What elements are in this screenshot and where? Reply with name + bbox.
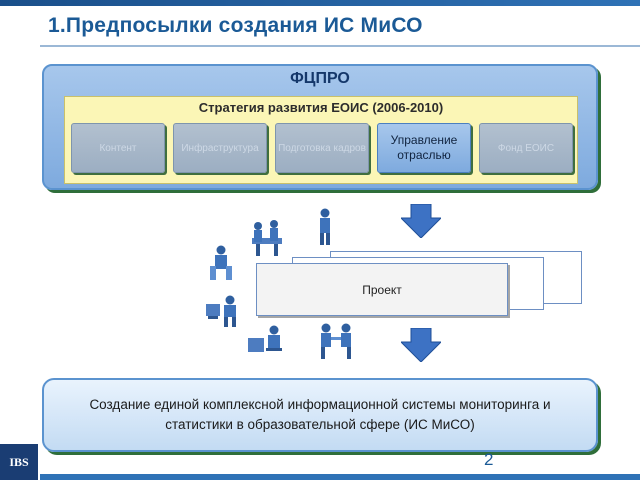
page-number: 2 [484, 450, 494, 469]
strategy-box-content: Контент [71, 123, 165, 173]
footer-bar [40, 474, 640, 480]
strategy-box-fund: Фонд ЕОИС [479, 123, 573, 173]
desk-worker-icon [248, 325, 282, 352]
strategy-box-training: Подготовка кадров [275, 123, 369, 173]
fcpro-title: ФЦПРО [290, 70, 350, 87]
strategy-box-infrastructure: Инфраструктура [173, 123, 267, 173]
down-arrow-icon [401, 204, 441, 238]
title-divider [40, 45, 640, 47]
presenter-icon [320, 208, 330, 245]
slide-title: 1.Предпосылки создания ИС МиСО [48, 14, 423, 37]
result-text: Создание единой комплексной информационн… [89, 397, 551, 432]
strategy-box-management: Управление отраслью [377, 123, 471, 173]
down-arrow-icon [401, 328, 441, 362]
computer-user-icon [206, 295, 236, 327]
project-sheet-front: Проект [256, 263, 508, 316]
ibs-logo: IBS [0, 444, 38, 480]
strategy-panel: Стратегия развития ЕОИС (2006-2010) Конт… [64, 96, 578, 184]
handshake-icon [321, 323, 351, 359]
team-meeting-icon [252, 220, 282, 256]
worker-icon [210, 245, 232, 280]
fcpro-panel: ФЦПРО Стратегия развития ЕОИС (2006-2010… [42, 64, 598, 190]
strategy-title: Стратегия развития ЕОИС (2006-2010) [198, 100, 444, 115]
top-rule [0, 0, 640, 6]
result-panel: Создание единой комплексной информационн… [42, 378, 598, 452]
